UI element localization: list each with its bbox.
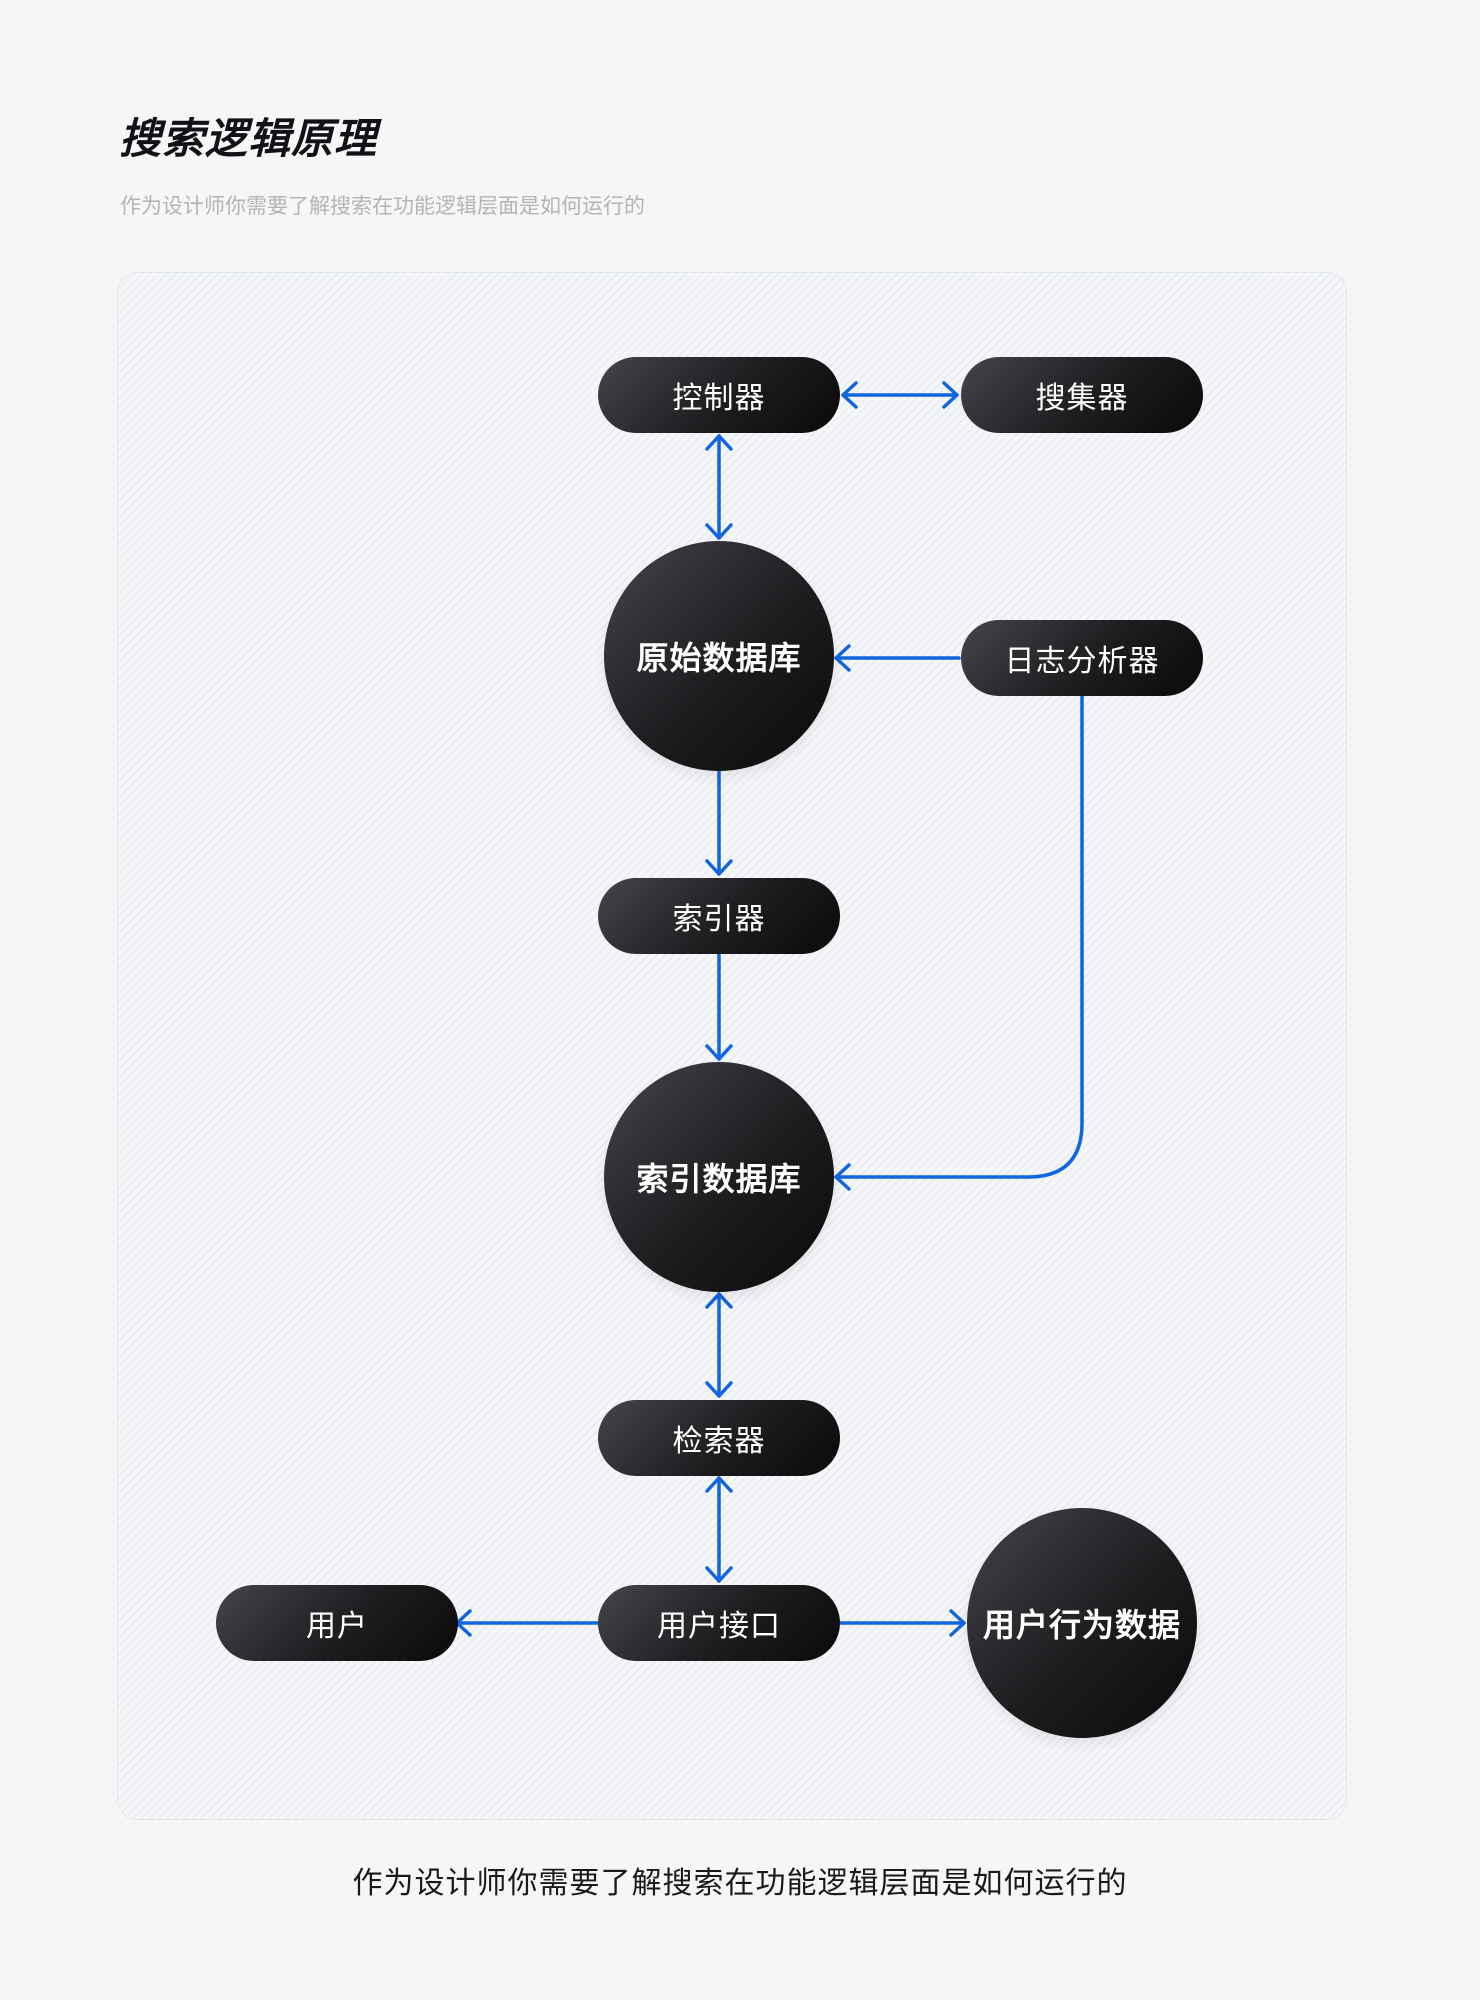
node-collector: 搜集器 [961,357,1203,433]
edge-log-analyzer-index-database [834,694,1084,1191]
diagram-caption: 作为设计师你需要了解搜索在功能逻辑层面是如何运行的 [352,1866,1128,1901]
node-retriever: 检索器 [598,1400,840,1476]
edge-log-analyzer-raw-database [834,644,961,672]
node-user-interface: 用户接口 [598,1585,840,1661]
edge-indexer-index-database [705,953,733,1061]
node-log-analyzer: 日志分析器 [961,620,1203,696]
edge-user-interface-user [455,1609,600,1637]
edge-index-database-retriever [705,1292,733,1398]
node-user: 用户 [216,1585,458,1661]
edge-controller-collector [841,381,959,409]
node-controller: 控制器 [598,357,840,433]
node-raw-database: 原始数据库 [604,541,834,771]
edge-raw-database-indexer [705,770,733,876]
page-subtitle: 作为设计师你需要了解搜索在功能逻辑层面是如何运行的 [120,194,645,218]
node-indexer: 索引器 [598,878,840,954]
node-index-database: 索引数据库 [604,1062,834,1292]
page-title: 搜索逻辑原理 [119,114,378,163]
edge-user-interface-behavior-data [838,1609,966,1637]
node-user-behavior-data: 用户行为数据 [967,1508,1197,1738]
edge-retriever-user-interface [705,1476,733,1583]
edge-controller-raw-database [705,434,733,540]
